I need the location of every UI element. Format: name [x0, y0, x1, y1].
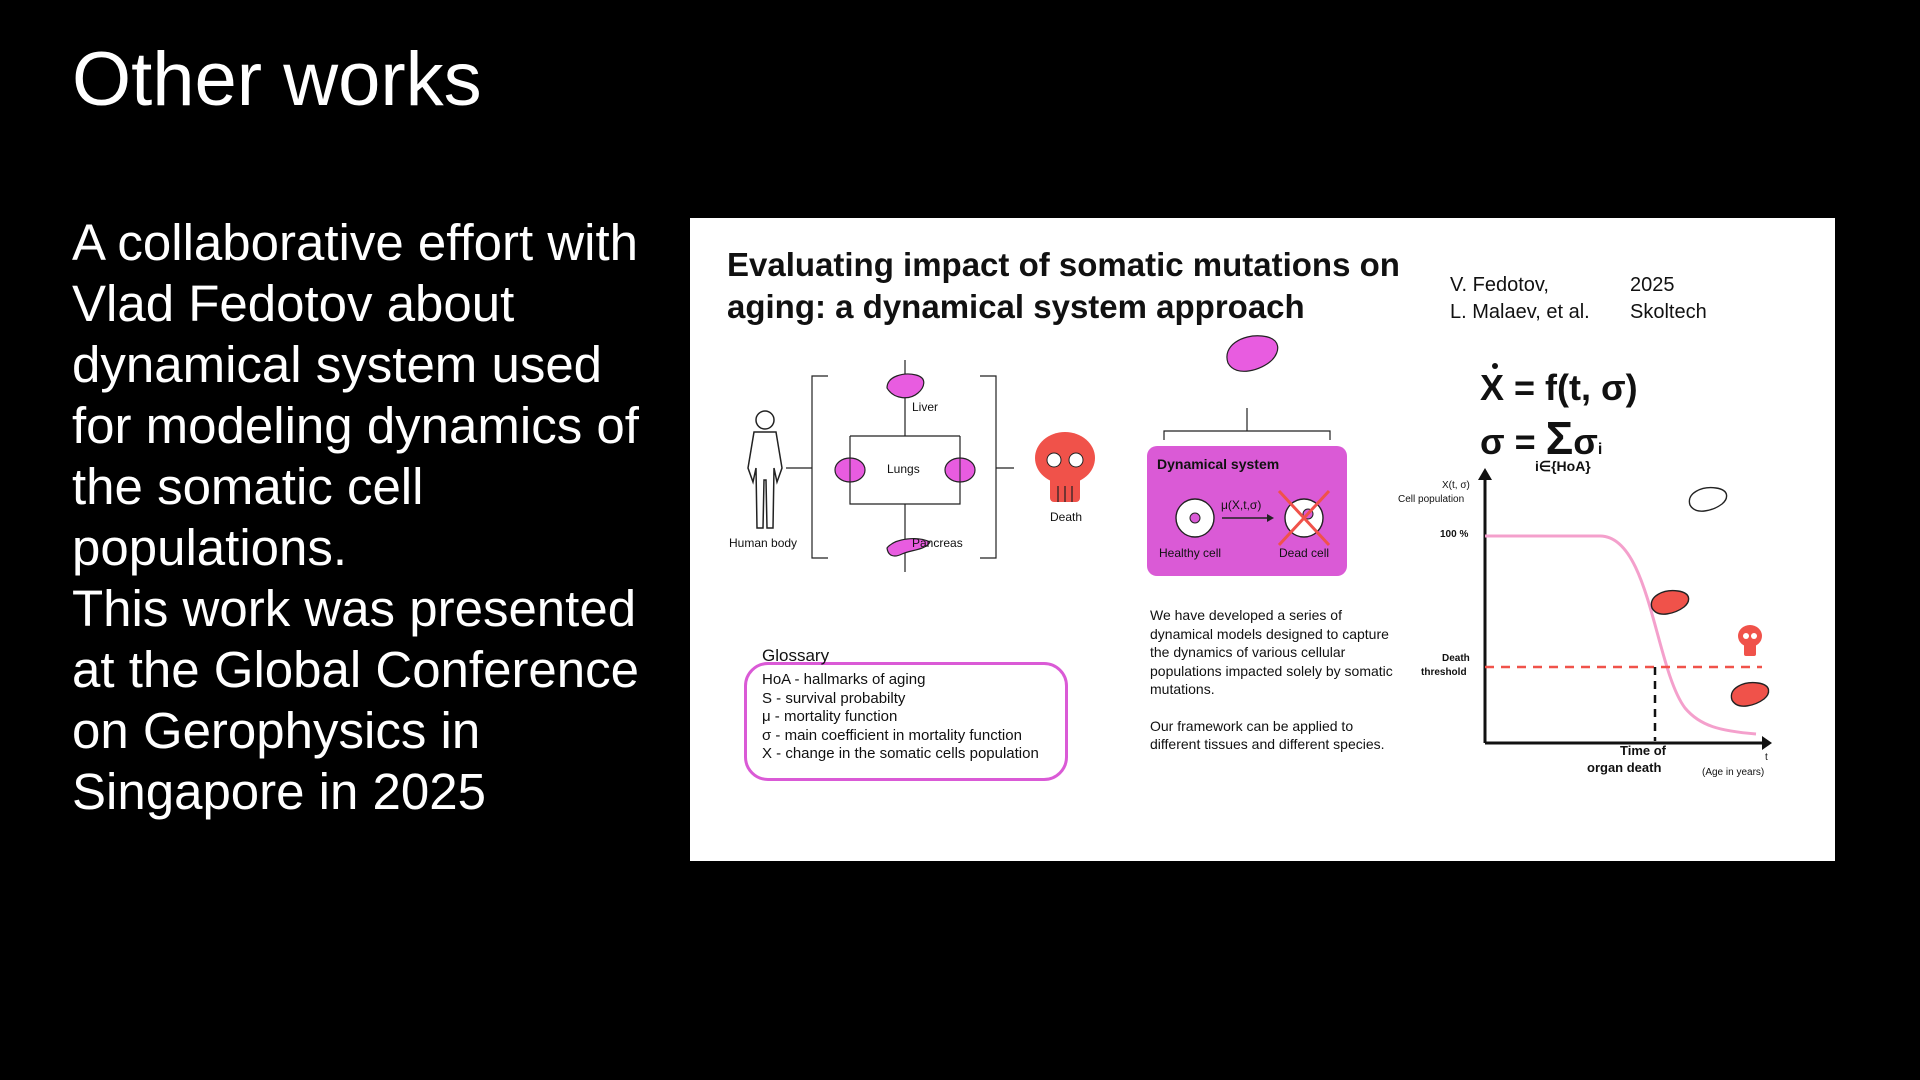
time-of-death-label-1: Time of — [1620, 743, 1666, 758]
liver-icon — [886, 373, 925, 399]
body-paragraph-conference: This work was presented at the Global Co… — [72, 580, 640, 820]
mortality-function-label: μ(X,t,σ) — [1221, 498, 1262, 512]
death-threshold-label-1: Death — [1442, 653, 1470, 664]
lung-right-icon — [944, 457, 976, 483]
plot-skull-icon — [1738, 625, 1762, 656]
slide-title: Other works — [72, 37, 482, 122]
poster-image: Evaluating impact of somatic mutations o… — [690, 218, 1835, 861]
plot-y-tick-100: 100 % — [1440, 529, 1469, 540]
equation-2-sub: i — [1597, 441, 1603, 458]
equation-sum-range: i∈{HoA} — [1535, 458, 1591, 474]
dynamical-system-title: Dynamical system — [1157, 456, 1280, 472]
plot-dead-liver-icon — [1730, 681, 1770, 707]
skull-icon — [1035, 432, 1095, 502]
description-paragraph-2: Our framework can be applied to differen… — [1150, 717, 1385, 753]
glossary-list: HoA - hallmarks of aging S - survival pr… — [762, 671, 1039, 764]
slide-body: A collaborative effort with Vlad Fedotov… — [72, 212, 672, 822]
model-description: We have developed a series of dynamical … — [1150, 606, 1400, 772]
plot-t-label: t — [1765, 752, 1768, 763]
equation-2-rhs: σ — [1573, 421, 1598, 462]
organ-liver-outline-icon — [1226, 335, 1279, 372]
body-paragraph-collaboration: A collaborative effort with Vlad Fedotov… — [72, 214, 639, 576]
plot-y-label-2: Cell population — [1398, 494, 1465, 505]
label-lungs: Lungs — [887, 462, 920, 476]
label-liver: Liver — [912, 400, 939, 414]
death-threshold-label-2: threshold — [1421, 667, 1467, 678]
plot-damaged-liver-icon — [1650, 589, 1690, 615]
glossary-item: X - change in the somatic cells populati… — [762, 745, 1039, 762]
author-2: L. Malaev, et al. — [1450, 301, 1590, 323]
label-death: Death — [1050, 510, 1083, 524]
right-bracket — [980, 375, 997, 559]
glossary-item: μ - mortality function — [762, 708, 898, 725]
equation-2: σ = Σσi — [1480, 413, 1638, 475]
glossary-item: HoA - hallmarks of aging — [762, 671, 926, 688]
glossary-box — [744, 662, 1068, 781]
equation-2-lhs: σ = — [1480, 421, 1546, 462]
label-pancreas: Pancreas — [912, 536, 963, 550]
healthy-cell-label: Healthy cell — [1159, 546, 1222, 560]
sigma-symbol: Σ — [1545, 412, 1574, 464]
glossary-item: σ - main coefficient in mortality functi… — [762, 726, 1022, 744]
left-bracket — [811, 375, 828, 559]
pancreas-icon — [886, 538, 931, 557]
equation-1-text: X = f(t, σ) — [1480, 367, 1638, 408]
plot-healthy-liver-icon — [1688, 486, 1728, 512]
poster-diagram — [747, 335, 1772, 750]
poster-authors: V. Fedotov, L. Malaev, et al. — [1450, 272, 1590, 326]
lung-left-icon — [834, 457, 866, 483]
human-body-icon — [747, 410, 783, 529]
description-paragraph-1: We have developed a series of dynamical … — [1150, 607, 1393, 697]
poster-institution: Skoltech — [1630, 301, 1707, 323]
dynamical-system-box: Dynamical system μ(X,t,σ) Healthy cell D… — [1147, 446, 1347, 576]
glossary-item: S - survival probabilty — [762, 689, 906, 707]
author-1: V. Fedotov, — [1450, 274, 1549, 296]
equations: X = f(t, σ) σ = Σσi — [1480, 363, 1638, 475]
dead-cell-label: Dead cell — [1279, 546, 1330, 560]
plot-t-unit: (Age in years) — [1702, 767, 1765, 778]
time-of-death-label-2: organ death — [1587, 760, 1662, 775]
cell-transition-graphic — [1175, 489, 1331, 547]
poster-title: Evaluating impact of somatic mutations o… — [727, 246, 1400, 325]
poster-meta: 2025 Skoltech — [1630, 272, 1707, 326]
equation-1: X = f(t, σ) — [1480, 363, 1638, 413]
glossary-title: Glossary — [762, 646, 830, 665]
poster-year: 2025 — [1630, 274, 1675, 296]
survival-plot — [1478, 468, 1772, 750]
label-human-body: Human body — [729, 536, 798, 550]
plot-y-label-1: X(t, σ) — [1442, 480, 1470, 491]
